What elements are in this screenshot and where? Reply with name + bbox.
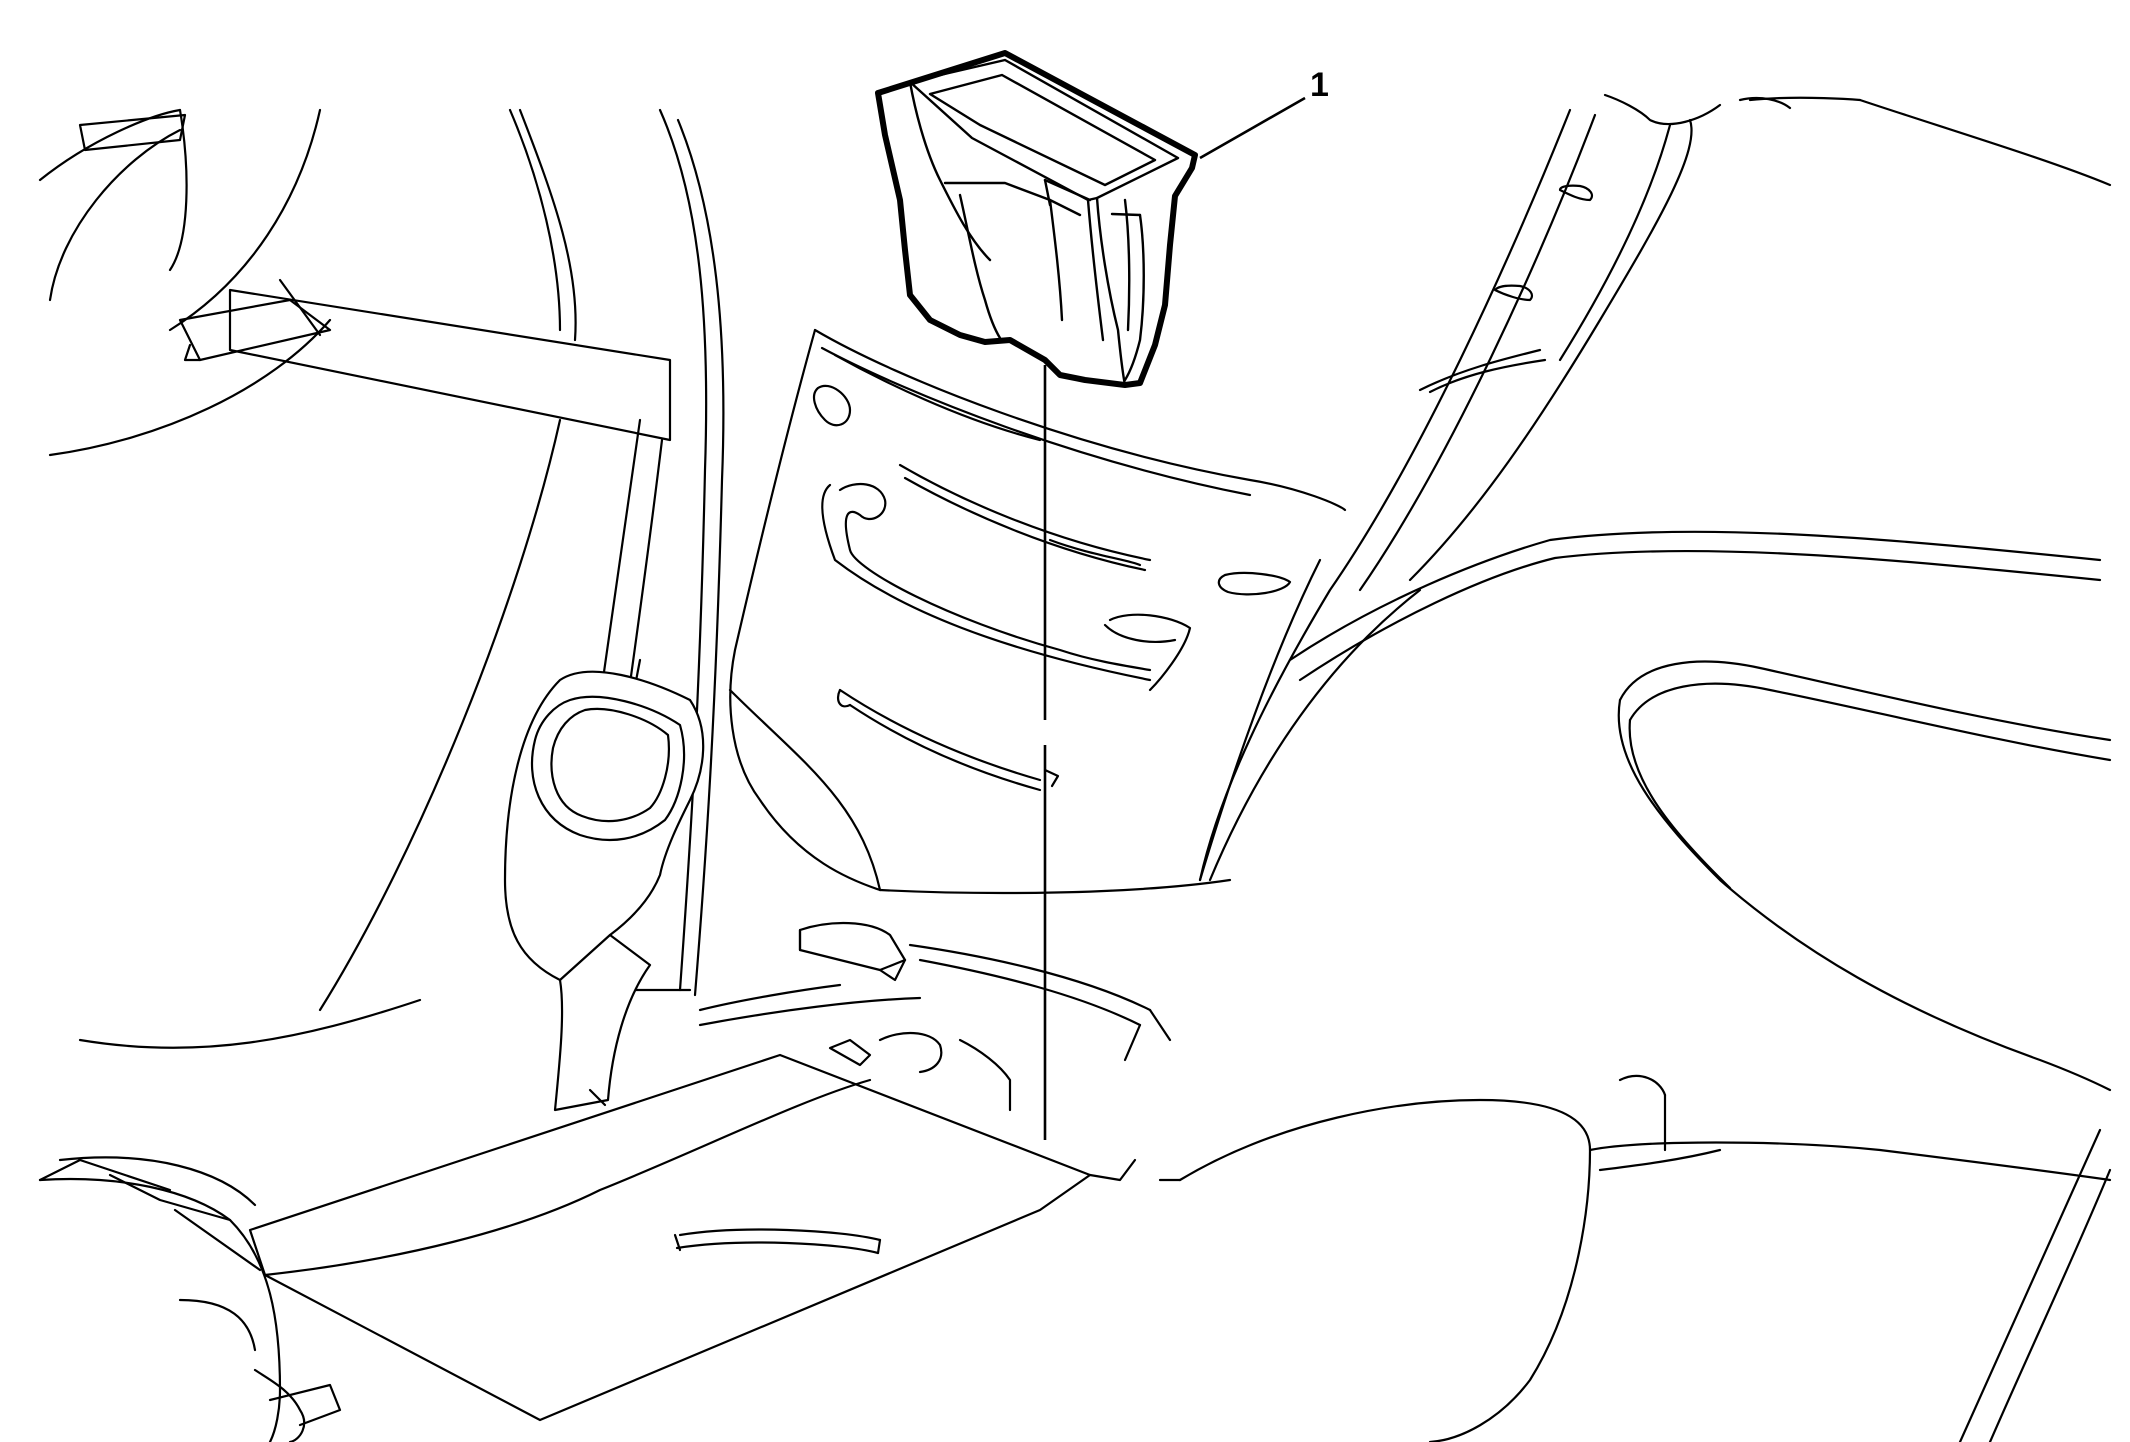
center-stack-panel: [728, 328, 1347, 895]
storage-bin-insert: [875, 50, 1198, 388]
steering-wheel-outline: [38, 108, 577, 457]
console-tray-area: [698, 922, 1172, 1112]
callout-label-1: 1: [1310, 66, 1329, 104]
right-trim-panel: [1198, 93, 2112, 882]
console-lid: [248, 1053, 1137, 1422]
gear-shift-knob: [503, 670, 705, 1112]
passenger-seat-outline: [1158, 530, 2112, 1442]
driver-seat-edge: [38, 1156, 342, 1442]
callout-leader-line: [1199, 96, 1306, 160]
